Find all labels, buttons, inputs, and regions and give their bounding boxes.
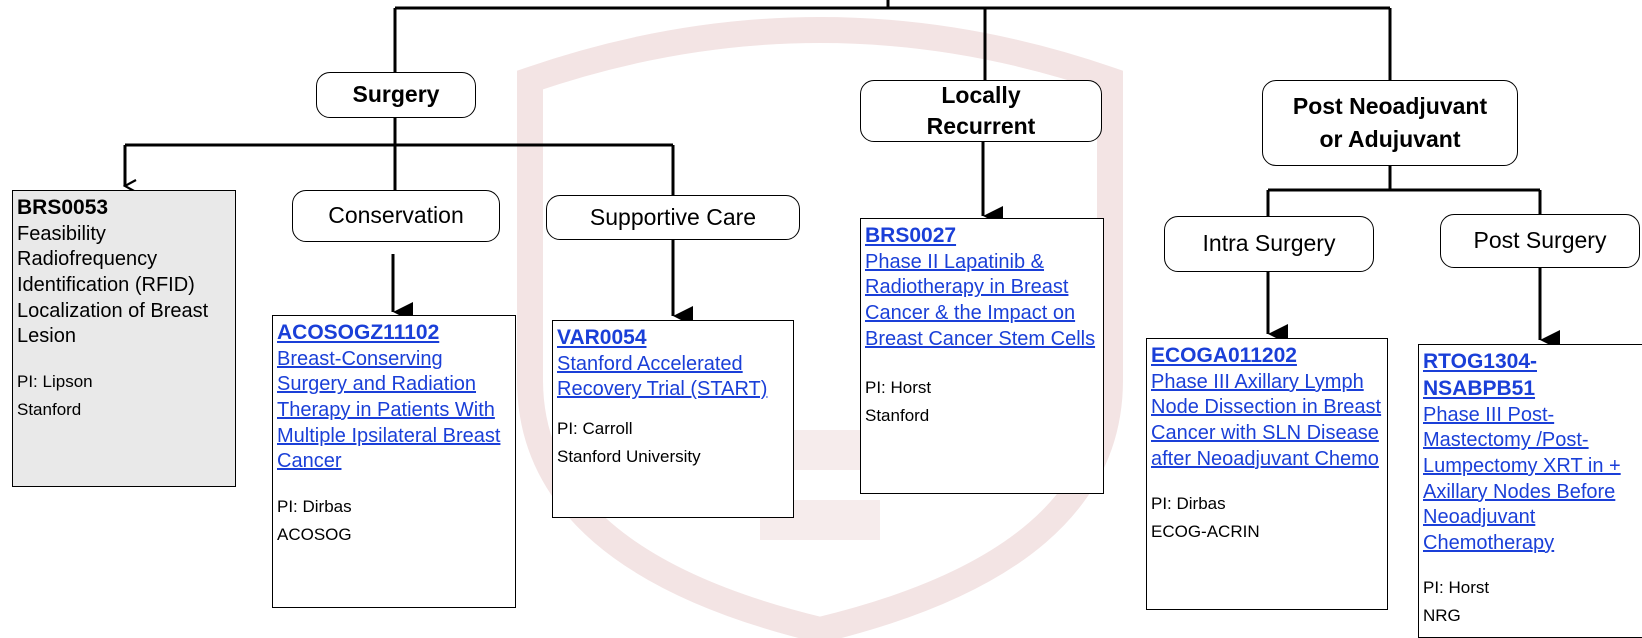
subcategory-post-surgery: Post Surgery <box>1440 214 1640 268</box>
trial-org: Stanford University <box>557 447 701 467</box>
trial-org: Stanford <box>865 406 930 426</box>
subcategory-intra-surgery: Intra Surgery <box>1164 216 1374 272</box>
trial-card-brs0027: BRS0027 Phase II Lapatinib & Radiotherap… <box>860 218 1104 494</box>
trial-org: NRG <box>1423 606 1461 626</box>
subcategory-supportive-care: Supportive Care <box>546 195 800 240</box>
trial-id-link[interactable]: ECOGA011202 <box>1151 344 1297 367</box>
subcategory-conservation: Conservation <box>292 190 500 242</box>
trial-id-link[interactable]: ACOSOGZ11102 <box>277 321 440 344</box>
trial-id: BRS0053 <box>17 196 109 219</box>
trial-org: Stanford <box>17 399 82 419</box>
trial-id-link[interactable]: VAR0054 <box>557 326 647 349</box>
category-locally-recurrent: Locally Recurrent <box>860 80 1102 142</box>
trial-pi: PI: Horst <box>865 378 932 398</box>
category-post-neoadjuvant: Post Neoadjuvant or Adujuvant <box>1262 80 1518 166</box>
subcategory-supportive-care-label: Supportive Care <box>589 203 757 230</box>
trial-pi: PI: Lipson <box>17 371 93 391</box>
trial-card-brs0053: BRS0053 Feasibility Radiofrequency Ident… <box>12 190 236 487</box>
trial-pi: PI: Carroll <box>557 419 633 439</box>
trial-id-link[interactable]: RTOG1304-NSABPB51 <box>1423 350 1537 400</box>
trial-org: ACOSOG <box>277 524 352 544</box>
trial-title-link[interactable]: Phase II Lapatinib & Radiotherapy in Bre… <box>865 250 1096 350</box>
trial-title-link[interactable]: Stanford Accelerated Recovery Trial (STA… <box>557 352 768 401</box>
trial-title: Feasibility Radiofrequency Identificatio… <box>17 222 209 348</box>
category-locally-recurrent-label: Locally Recurrent <box>926 81 1036 139</box>
trial-pi: PI: Dirbas <box>1151 494 1226 514</box>
category-post-neoadjuvant-label: Post Neoadjuvant or Adujuvant <box>1292 92 1488 152</box>
trial-org: ECOG-ACRIN <box>1151 522 1260 542</box>
category-surgery: Surgery <box>316 72 476 118</box>
trial-pi: PI: Horst <box>1423 578 1490 598</box>
subcategory-post-surgery-label: Post Surgery <box>1473 227 1607 254</box>
trial-title-link[interactable]: Breast-Conserving Surgery and Radiation … <box>277 347 501 473</box>
category-surgery-label: Surgery <box>352 81 440 108</box>
trial-card-ecoga011202: ECOGA011202 Phase III Axillary Lymph Nod… <box>1146 338 1388 610</box>
subcategory-intra-surgery-label: Intra Surgery <box>1202 230 1336 257</box>
trial-pi: PI: Dirbas <box>277 496 352 516</box>
trial-title-link[interactable]: Phase III Axillary Lymph Node Dissection… <box>1151 370 1382 470</box>
trial-card-acosogz11102: ACOSOGZ11102 Breast-Conserving Surgery a… <box>272 315 516 608</box>
trial-id-link[interactable]: BRS0027 <box>865 224 957 247</box>
trial-title-link[interactable]: Phase III Post-Mastectomy /Post-Lumpecto… <box>1423 403 1621 554</box>
subcategory-conservation-label: Conservation <box>328 202 464 229</box>
trial-card-rtog1304-nsabpb51: RTOG1304-NSABPB51 Phase III Post-Mastect… <box>1418 344 1642 638</box>
trial-card-var0054: VAR0054 Stanford Accelerated Recovery Tr… <box>552 320 794 518</box>
